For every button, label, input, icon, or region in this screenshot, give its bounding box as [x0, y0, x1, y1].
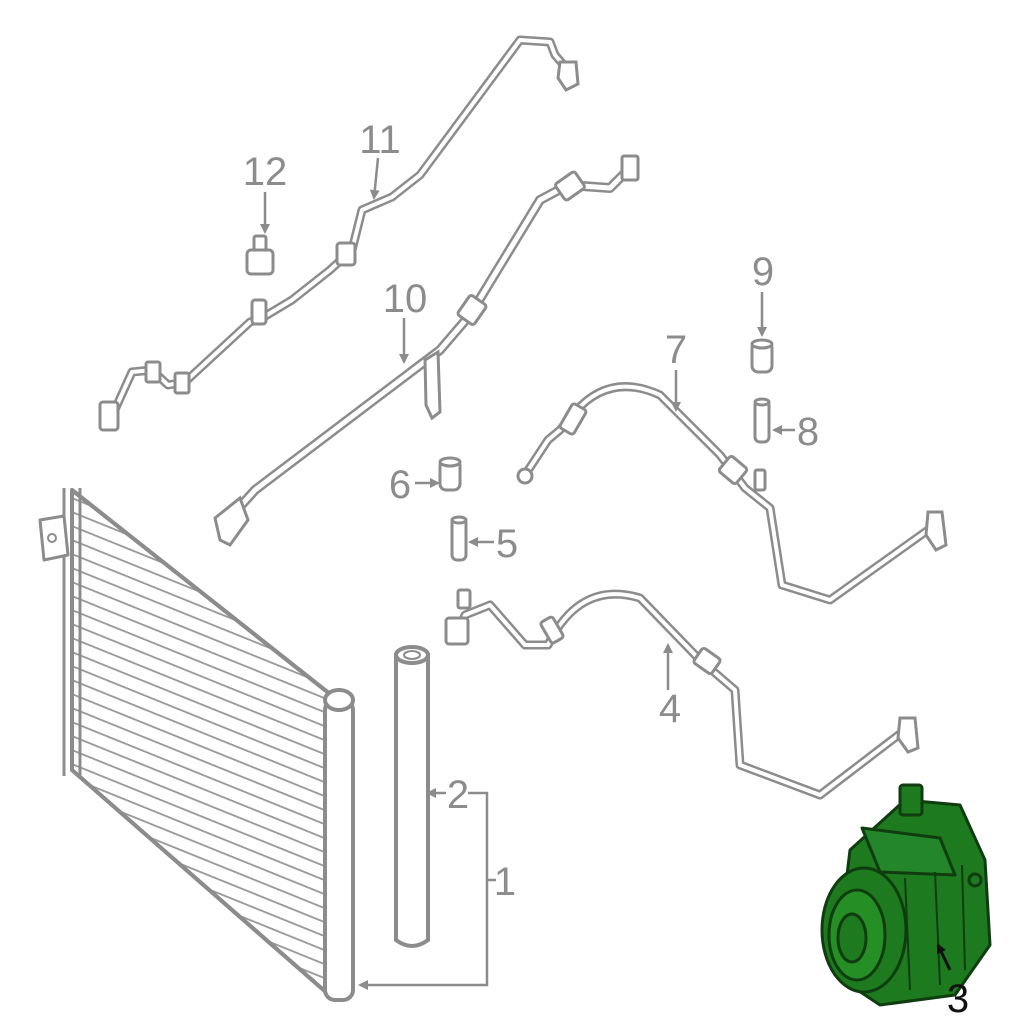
callout-9[interactable]: 9 — [752, 250, 774, 294]
part-4-fittings — [444, 588, 920, 754]
callout-5[interactable]: 5 — [496, 522, 518, 566]
part-12-sensor[interactable] — [245, 234, 275, 276]
part-2-drier[interactable] — [394, 645, 430, 948]
callout-8[interactable]: 8 — [797, 410, 819, 454]
part-5-valve[interactable] — [450, 515, 468, 562]
callout-1[interactable]: 1 — [494, 860, 516, 904]
part-6-cap[interactable] — [438, 456, 462, 492]
part-10-line[interactable] — [223, 163, 635, 525]
callout-labels: 12 11 10 9 8 7 6 5 4 2 1 3 — [243, 118, 969, 1021]
callout-6[interactable]: 6 — [389, 463, 411, 507]
part-10-fittings — [213, 154, 640, 547]
part-11-fittings — [98, 60, 580, 432]
callout-12[interactable]: 12 — [243, 150, 288, 194]
callout-4[interactable]: 4 — [659, 687, 681, 731]
callout-2[interactable]: 2 — [447, 773, 469, 817]
part-3-compressor[interactable] — [820, 783, 992, 1007]
leader-line-3 — [936, 943, 952, 971]
part-8-valve[interactable] — [753, 397, 771, 444]
callout-11[interactable]: 11 — [359, 118, 401, 162]
callout-3[interactable]: 3 — [947, 977, 969, 1021]
part-9-cap[interactable] — [750, 338, 774, 374]
part-7-line[interactable] — [520, 382, 940, 605]
part-11-line[interactable] — [103, 35, 573, 430]
part-7-fittings — [516, 402, 948, 552]
part-1-condenser[interactable] — [38, 488, 355, 1002]
callout-10[interactable]: 10 — [383, 277, 428, 321]
leader-lines — [260, 157, 795, 990]
callout-7[interactable]: 7 — [665, 328, 687, 372]
